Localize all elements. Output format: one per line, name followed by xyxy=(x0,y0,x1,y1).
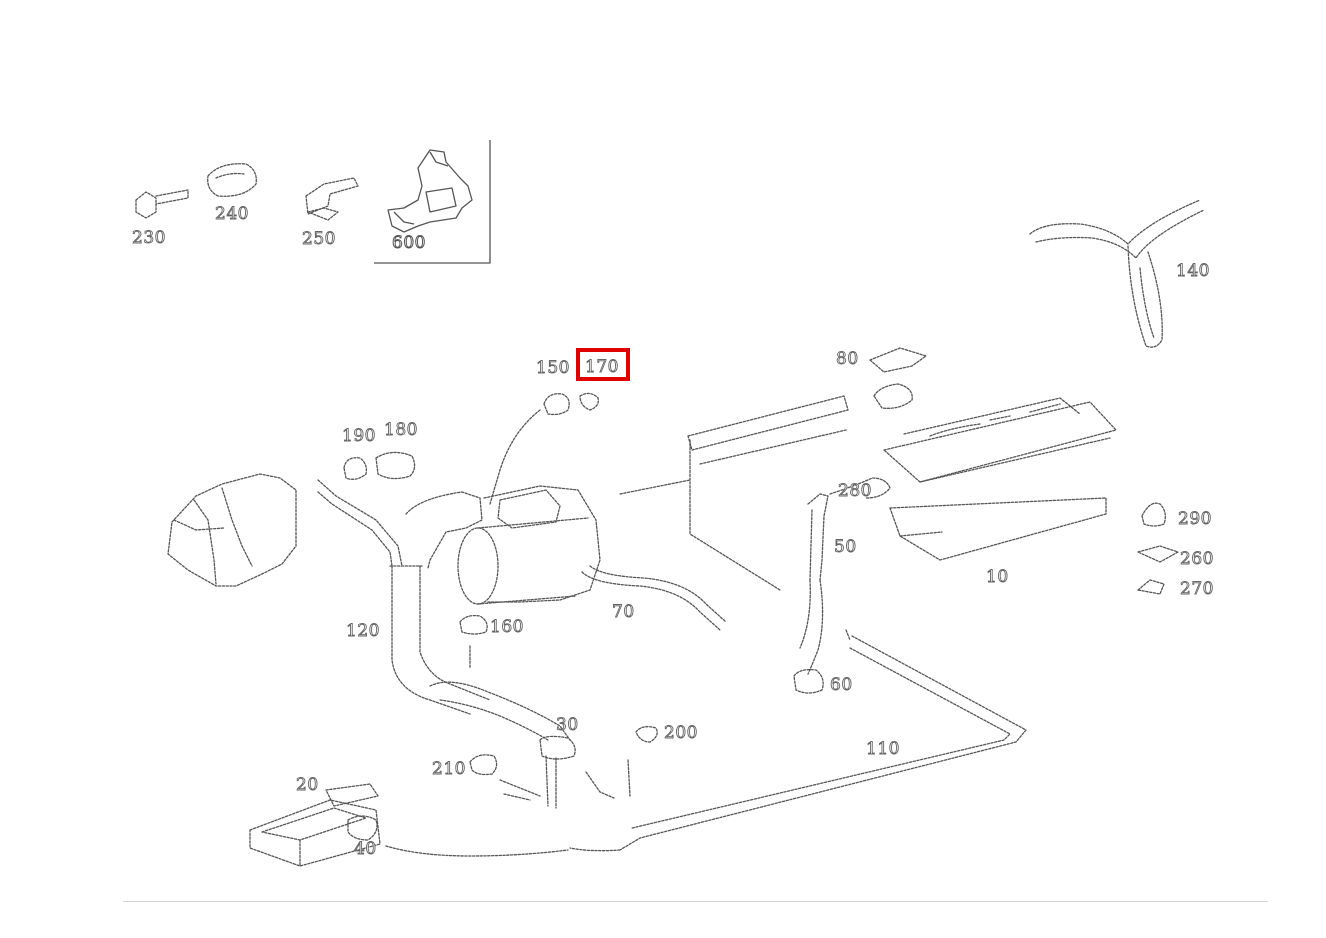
label-160: 160 xyxy=(490,617,524,637)
part-80: 80 xyxy=(836,347,927,409)
label-20: 20 xyxy=(296,775,319,795)
sleeve-icon xyxy=(207,163,257,197)
label-250: 250 xyxy=(302,229,336,249)
bracket-icon xyxy=(387,149,473,233)
label-200: 200 xyxy=(664,723,698,743)
label-600: 600 xyxy=(392,233,426,253)
label-110: 110 xyxy=(866,739,900,759)
label-50: 50 xyxy=(834,537,857,557)
label-60: 60 xyxy=(830,675,853,695)
label-230: 230 xyxy=(132,228,166,248)
label-170: 170 xyxy=(585,357,619,377)
air-filter-housing xyxy=(167,473,297,587)
label-80: 80 xyxy=(836,349,859,369)
label-40: 40 xyxy=(354,839,377,859)
bolt-icon xyxy=(135,189,189,219)
label-190: 190 xyxy=(342,426,376,446)
y-hose-140: 140 xyxy=(1029,199,1210,348)
right-small-parts: 290 260 270 xyxy=(1137,502,1214,599)
footer-divider xyxy=(123,901,1268,902)
clamp-190-180 xyxy=(343,451,416,480)
label-270: 270 xyxy=(1180,579,1214,599)
part-20-block: 20 40 xyxy=(249,775,381,867)
highlight-box xyxy=(576,348,630,381)
valve-section: 30 200 210 xyxy=(429,681,698,809)
label-260: 260 xyxy=(1180,549,1214,569)
central-housing: 160 xyxy=(405,479,691,669)
label-290: 290 xyxy=(1178,509,1212,529)
label-210: 210 xyxy=(432,759,466,779)
label-70: 70 xyxy=(612,602,635,622)
hose-120: 120 xyxy=(317,479,491,715)
hose-50-60: 280 50 60 xyxy=(793,477,891,695)
label-240: 240 xyxy=(215,204,249,224)
duct-panel xyxy=(687,395,849,591)
label-280: 280 xyxy=(838,481,872,501)
clip-icon xyxy=(305,177,359,221)
clamp-150-170 xyxy=(489,392,599,505)
label-150: 150 xyxy=(536,358,570,378)
label-140: 140 xyxy=(1176,261,1210,281)
pipe-70: 70 xyxy=(581,565,727,631)
label-120: 120 xyxy=(346,621,380,641)
cylinder-end xyxy=(457,527,499,605)
small-parts-inset: 230 240 250 600 xyxy=(132,140,491,264)
inset-frame xyxy=(374,140,491,264)
label-180: 180 xyxy=(384,420,418,440)
pipe-110: 110 xyxy=(385,635,1027,857)
cylinder-head-cover: 10 xyxy=(883,397,1117,587)
label-30: 30 xyxy=(556,715,579,735)
label-10: 10 xyxy=(986,567,1009,587)
